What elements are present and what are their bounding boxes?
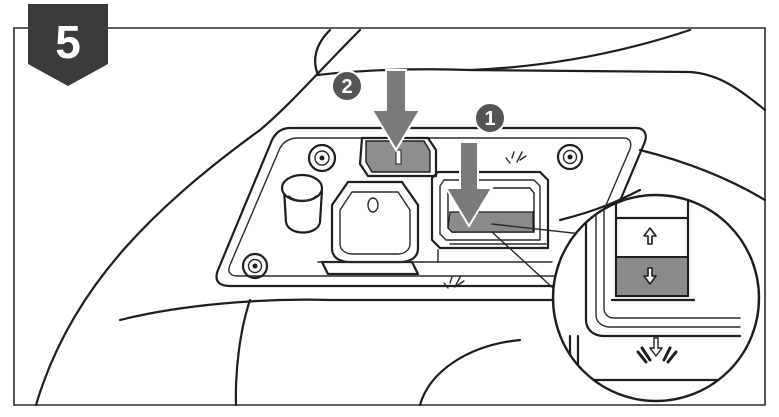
zoom-inset: [551, 193, 761, 403]
step-number: 5: [55, 16, 81, 68]
frame-border: [13, 27, 766, 406]
callout-2-label: 2: [341, 76, 352, 98]
press-arrow-2: [370, 69, 422, 152]
press-arrow-1: [444, 141, 494, 228]
arrow-up-icon: [643, 227, 657, 245]
vacuum-symbol-icon: [443, 276, 465, 289]
screw-top-right: [556, 143, 584, 171]
vacuum-symbol-icon: [505, 151, 527, 164]
power-switch: [320, 180, 420, 276]
machine-body: [34, 28, 767, 407]
screw-top-left: [307, 143, 337, 173]
arrow-down-icon: [643, 267, 657, 285]
callout-2: 2: [331, 70, 363, 102]
step-badge: 5: [28, 4, 108, 86]
control-knob: [280, 173, 324, 234]
callout-1-label: 1: [484, 108, 495, 130]
reset-button: [358, 136, 438, 178]
screw-bottom-left: [241, 252, 269, 280]
callout-1: 1: [474, 102, 506, 134]
vacuum-symbol-icon: [636, 337, 678, 364]
